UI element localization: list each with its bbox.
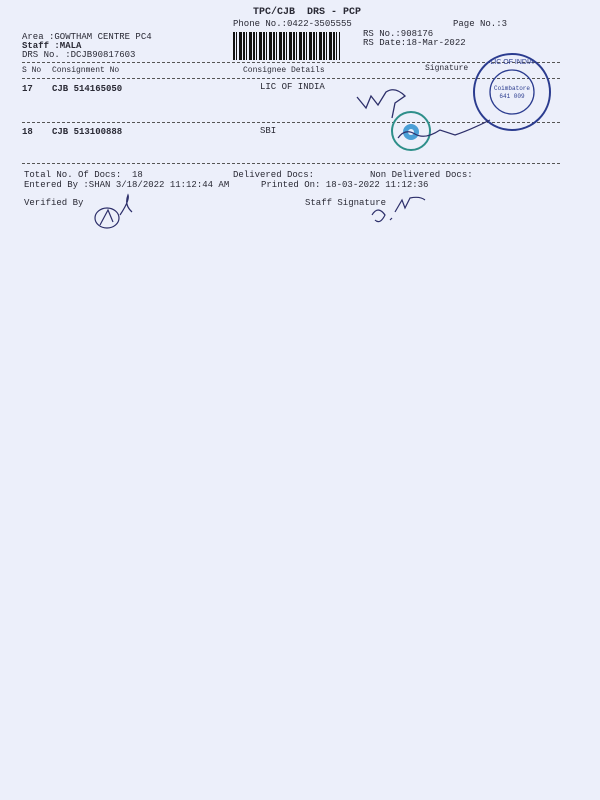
rs-date: RS Date:18-Mar-2022: [363, 38, 466, 48]
svg-text:LIC OF INDIA: LIC OF INDIA: [490, 59, 534, 66]
delivered-docs: Delivered Docs:: [233, 170, 315, 180]
svg-text:641 009: 641 009: [499, 93, 525, 100]
row-consignee: LIC OF INDIA: [260, 82, 325, 92]
area: Area :GOWTHAM CENTRE PC4: [22, 32, 152, 42]
divider: [22, 78, 560, 79]
col-signature: Signature: [425, 64, 469, 73]
entered-by: Entered By :SHAN 3/18/2022 11:12:44 AM: [24, 180, 230, 190]
total-docs: Total No. Of Docs: 18: [24, 170, 143, 180]
col-consignment: Consignment No: [52, 66, 120, 75]
row-consignment: CJB 513100888: [52, 127, 123, 137]
document-title: TPC/CJB DRS - PCP: [253, 7, 362, 18]
page-number: Page No.:3: [453, 19, 508, 29]
verified-by: Verified By: [24, 198, 84, 208]
row-sno: 18: [22, 127, 33, 137]
staff-signature-label: Staff Signature: [305, 198, 387, 208]
phone-number: Phone No.:0422-3505555: [233, 19, 352, 29]
rs-number: RS No.:908176: [363, 29, 434, 39]
drs-number: DRS No. :DCJB90817603: [22, 50, 136, 60]
row-sno: 17: [22, 84, 33, 94]
staff: Staff :MALA: [22, 41, 82, 51]
col-sno: S No: [22, 66, 42, 75]
barcode: [233, 32, 340, 60]
divider: [22, 163, 560, 164]
divider: [22, 62, 560, 63]
lic-stamp: Coimbatore 641 009 LIC OF INDIA: [473, 53, 551, 131]
row-consignee: SBI: [260, 126, 277, 136]
col-consignee: Consignee Details: [243, 66, 325, 75]
handwritten-signatures: [94, 89, 491, 229]
row-consignment: CJB 514165050: [52, 84, 123, 94]
printed-on: Printed On: 18-03-2022 11:12:36: [261, 180, 429, 190]
divider: [22, 122, 560, 123]
non-delivered-docs: Non Delivered Docs:: [370, 170, 473, 180]
svg-text:Coimbatore: Coimbatore: [494, 85, 530, 92]
